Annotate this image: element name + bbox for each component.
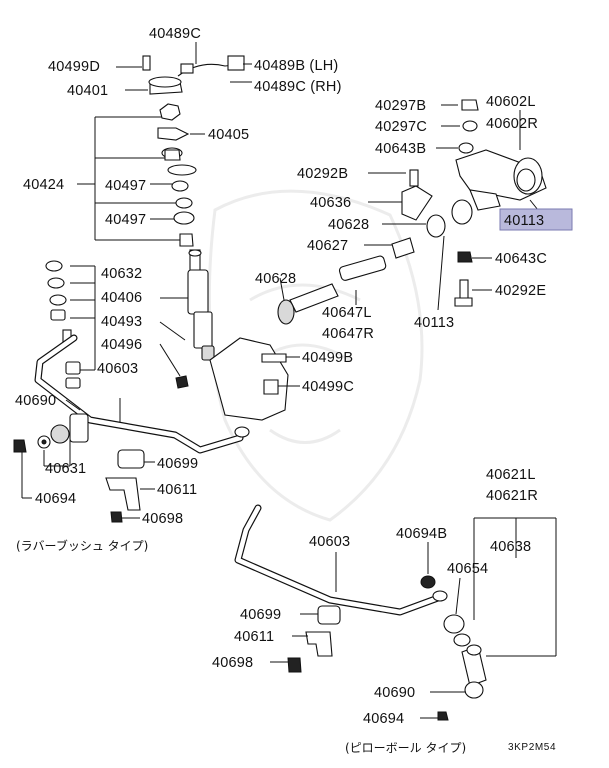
part-label-40603-b: 40603 [309,534,350,550]
part-label-40654: 40654 [447,561,488,577]
part-label-40602R: 40602R [486,116,538,132]
pillow-ball-type-note: (ピローボール タイプ) [345,741,466,755]
part-label-40292B: 40292B [297,166,348,182]
part-label-40401: 40401 [67,83,108,99]
part-label-40292E: 40292E [495,283,546,299]
part-label-40647R: 40647R [322,326,374,342]
part-label-40694-a: 40694 [35,491,76,507]
part-label-40499B: 40499B [302,350,353,366]
part-label-40690-a: 40690 [15,393,56,409]
part-label-40632: 40632 [101,266,142,282]
part-label-40628-a: 40628 [328,217,369,233]
shock-absorber-assembly [77,42,300,421]
part-label-40627: 40627 [307,238,348,254]
part-label-40489C-rh: 40489C (RH) [254,79,342,95]
part-label-40489C: 40489C [149,26,201,42]
diagram-code: 3KP2M54 [508,742,556,753]
part-label-40694-c: 40694 [363,711,404,727]
pillow-ball-stabilizer [234,504,557,721]
part-label-40699-b: 40699 [240,607,281,623]
part-label-40405: 40405 [208,127,249,143]
rubber-bush-type-note: (ラバーブッシュ タイプ) [16,538,148,553]
part-label-40489B-lh: 40489B (LH) [254,58,338,74]
part-label-40603-a: 40603 [97,361,138,377]
part-labels: 40489C 40499D 40489B (LH) 40401 40489C (… [15,26,556,755]
part-label-40297C: 40297C [375,119,427,135]
part-label-40496: 40496 [101,337,142,353]
part-label-40694B: 40694B [396,526,447,542]
part-label-40699-a: 40699 [157,456,198,472]
part-label-40647L: 40647L [322,305,372,321]
part-label-40113-a: 40113 [504,213,544,229]
part-label-40690-b: 40690 [374,685,415,701]
part-label-40698-b: 40698 [212,655,253,671]
rubber-bush-stabilizer [13,260,250,523]
highlight-box-40113 [499,208,573,231]
part-label-40621R: 40621R [486,488,538,504]
part-label-40406: 40406 [101,290,142,306]
part-label-40631: 40631 [45,461,86,477]
part-label-40698-a: 40698 [142,511,183,527]
part-label-40611-b: 40611 [234,629,274,645]
part-label-40499D: 40499D [48,59,100,75]
part-label-40621L: 40621L [486,467,536,483]
part-label-40643C: 40643C [495,251,547,267]
part-label-40602L: 40602L [486,94,536,110]
part-label-40499C: 40499C [302,379,354,395]
part-label-40493: 40493 [101,314,142,330]
part-label-40497-a: 40497 [105,178,146,194]
part-label-40636: 40636 [310,195,351,211]
part-label-40113-b: 40113 [414,315,454,331]
part-label-40497-b: 40497 [105,212,146,228]
part-label-40297B: 40297B [375,98,426,114]
part-label-40643B: 40643B [375,141,426,157]
lateral-rod-assembly [277,99,547,325]
part-label-40611-a: 40611 [157,482,197,498]
part-label-40628-b: 40628 [255,271,296,287]
part-label-40424: 40424 [23,177,64,193]
part-label-40638: 40638 [490,539,531,555]
